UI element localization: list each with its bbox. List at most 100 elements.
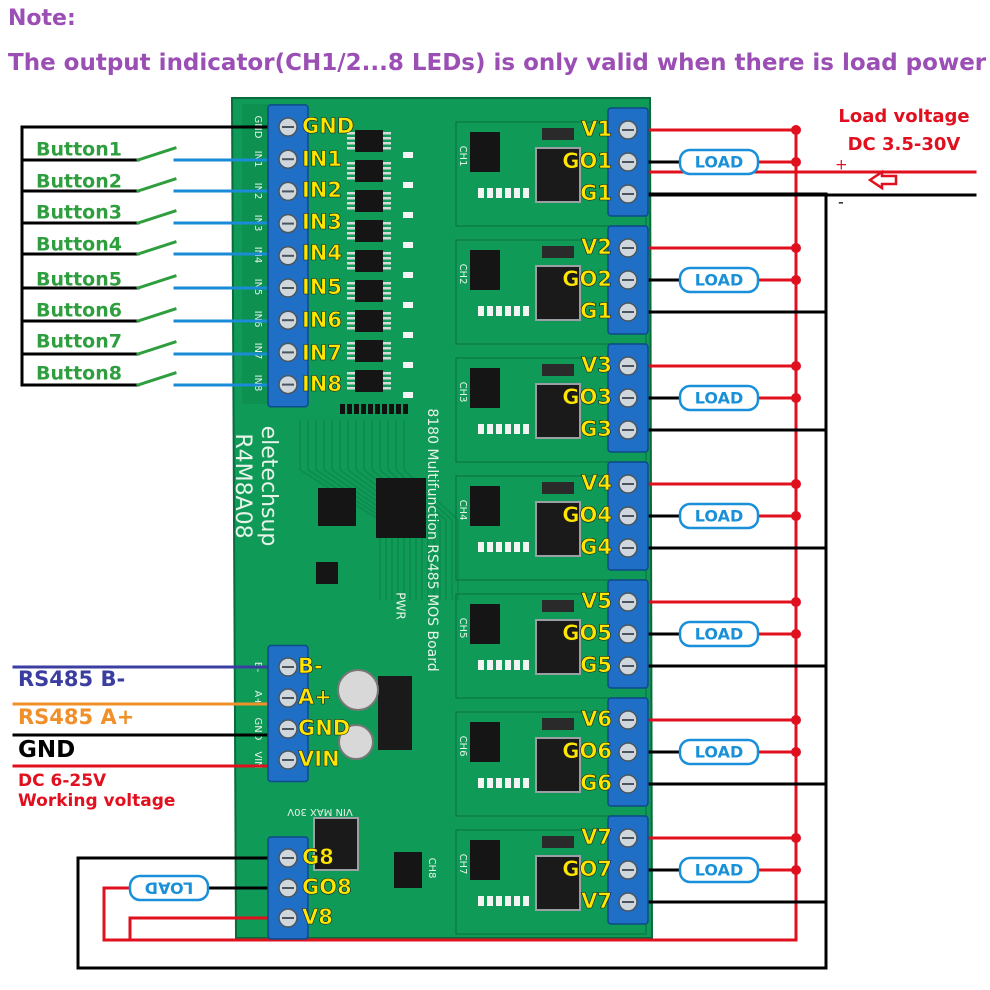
smd-part xyxy=(496,542,502,552)
input-terminal-label-8: IN8 xyxy=(302,372,342,396)
output-g-label-ch6: G6 xyxy=(580,771,612,795)
output-go-label-ch1: GO1 xyxy=(562,149,612,173)
chip-pin xyxy=(347,162,355,165)
smd-part xyxy=(478,188,484,198)
optocoupler-chip xyxy=(355,190,383,212)
button-label-2: Button2 xyxy=(36,171,122,193)
smd-part xyxy=(478,306,484,316)
button-switch-lever xyxy=(136,146,177,162)
output-v-label-ch7: V7 xyxy=(581,825,612,849)
smd-part xyxy=(496,896,502,906)
chip-pin xyxy=(347,377,355,380)
chip-pin xyxy=(347,222,355,225)
smd-part xyxy=(487,424,493,434)
chip-pin xyxy=(347,237,355,240)
power-terminal-label-0: B- xyxy=(298,654,323,678)
chip-pin xyxy=(347,252,355,255)
resistor-array xyxy=(389,404,394,414)
chip-pin xyxy=(347,132,355,135)
power-terminal-block xyxy=(267,644,309,783)
ch8-load-wire xyxy=(102,886,796,942)
ch8-optocoupler xyxy=(394,852,422,888)
board-description: 8180 Multifunction RS485 MOS Board xyxy=(424,408,440,671)
output-g-label-ch7: V7 xyxy=(581,889,612,913)
mosfet xyxy=(535,619,581,675)
chip-pin xyxy=(347,372,355,375)
button-switch-lever xyxy=(136,274,177,290)
smd-part xyxy=(505,188,511,198)
smd-part xyxy=(523,424,529,434)
resistor-array xyxy=(368,404,373,414)
optocoupler-chip xyxy=(355,310,383,332)
chip-pin xyxy=(383,347,391,350)
chip-pin xyxy=(383,147,391,150)
chip-pin xyxy=(383,322,391,325)
chip-pin xyxy=(347,207,355,210)
chip-pin xyxy=(383,287,391,290)
resistor-array xyxy=(382,404,387,414)
button-label-5: Button5 xyxy=(36,269,122,291)
indicator-led xyxy=(403,182,413,188)
chip-pin xyxy=(347,312,355,315)
output-go-label-ch4: GO4 xyxy=(562,503,612,527)
rs485-a-label: RS485 A+ xyxy=(18,705,134,729)
channel-optocoupler xyxy=(470,722,500,762)
button-label-3: Button3 xyxy=(36,202,122,224)
smd-part xyxy=(478,660,484,670)
mosfet-tab xyxy=(542,600,574,612)
output-g-label-ch5: G5 xyxy=(580,653,612,677)
indicator-led xyxy=(403,242,413,248)
pcb-trace xyxy=(331,420,405,600)
load-box-ch5: LOAD xyxy=(678,620,760,648)
silk-input-8: IN8 xyxy=(252,375,263,392)
chip-pin xyxy=(347,232,355,235)
mosfet-tab xyxy=(542,482,574,494)
chip-pin xyxy=(347,192,355,195)
smd-part xyxy=(505,306,511,316)
pcb-trace xyxy=(403,420,459,600)
indicator-led xyxy=(403,272,413,278)
load-box-ch3-label: LOAD xyxy=(695,389,743,408)
channel-optocoupler xyxy=(470,250,500,290)
chip-pin xyxy=(347,257,355,260)
load-box-ch1: LOAD xyxy=(678,148,760,176)
pcb-trace xyxy=(323,420,399,600)
indicator-led xyxy=(403,392,413,398)
smd-part xyxy=(496,660,502,670)
note-title: Note: xyxy=(8,6,76,31)
mosfet-tab xyxy=(542,836,574,848)
silk-power-3: VIN xyxy=(252,751,263,768)
ch8-go-label: GO8 xyxy=(302,875,352,899)
optocoupler-chip xyxy=(355,280,383,302)
output-v-label-ch4: V4 xyxy=(581,471,612,495)
chip-pin xyxy=(383,282,391,285)
load-box-ch7-frame xyxy=(678,856,760,884)
load-junction xyxy=(791,629,801,639)
load-box-ch1-label: LOAD xyxy=(695,153,743,172)
load-minus-sign: - xyxy=(838,193,844,212)
smd-part xyxy=(505,660,511,670)
load-box-ch4-frame xyxy=(678,502,760,530)
load-junction xyxy=(791,511,801,521)
button-switch-lever xyxy=(136,340,177,356)
smd-part xyxy=(487,542,493,552)
chip-pin xyxy=(347,282,355,285)
mosfet-tab xyxy=(542,246,574,258)
channel-optocoupler xyxy=(470,368,500,408)
chip-pin xyxy=(383,262,391,265)
smd-part xyxy=(487,896,493,906)
smd-part xyxy=(478,424,484,434)
load-junction xyxy=(791,275,801,285)
load-box-ch7: LOAD xyxy=(678,856,760,884)
load-box-ch8-label: LOAD xyxy=(145,879,193,898)
chip-pin xyxy=(383,312,391,315)
ch8-g-label: G8 xyxy=(302,845,334,869)
chip-pin xyxy=(383,387,391,390)
mosfet xyxy=(535,737,581,793)
v-junction xyxy=(791,833,801,843)
mosfet-tab xyxy=(542,128,574,140)
button-switch-lever xyxy=(136,307,177,323)
chip-pin xyxy=(383,267,391,270)
load-box-ch2-label: LOAD xyxy=(695,271,743,290)
mosfet xyxy=(535,855,581,911)
